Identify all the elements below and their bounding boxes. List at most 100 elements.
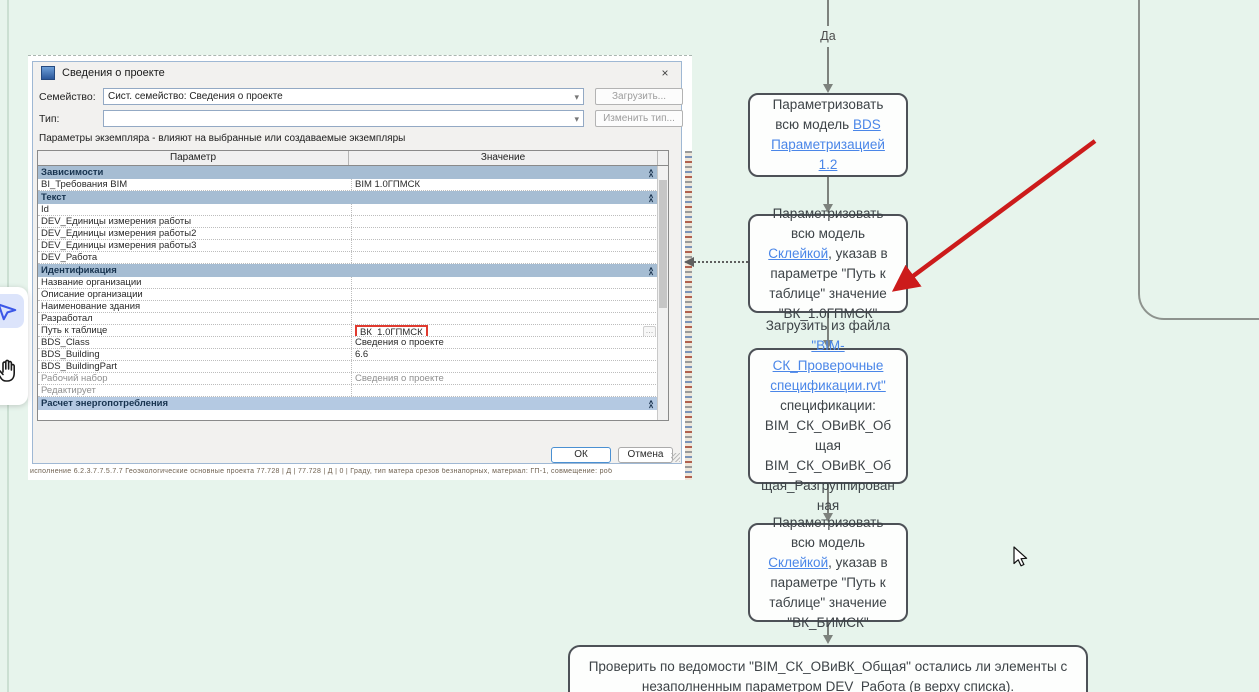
tools-panel [0, 287, 28, 405]
param-name-cell: DEV_Единицы измерения работы [38, 216, 352, 227]
arrowhead-3 [823, 340, 833, 349]
parameters-table[interactable]: Параметр Значение Зависимости∧∧BI_Требов… [37, 150, 669, 421]
connector-5 [827, 622, 829, 635]
param-row[interactable]: Наименование здания [38, 301, 658, 313]
hand-tool-button[interactable] [0, 353, 22, 387]
param-row[interactable]: DEV_Единицы измерения работы [38, 216, 658, 228]
param-value-cell[interactable]: Сведения о проекте [355, 337, 444, 348]
family-select[interactable]: Сист. семейство: Сведения о проекте ▾ [103, 88, 584, 105]
flow-node-load-specs[interactable]: Загрузить из файла "BIM-СК_Проверочные с… [748, 318, 908, 513]
ok-button[interactable]: ОК [551, 447, 611, 463]
param-name-cell: Редактирует [38, 385, 352, 396]
flow-node-text: Загрузить из файла "BIM-СК_Проверочные с… [760, 316, 896, 516]
cursor-icon [0, 303, 17, 321]
highlighted-value-input[interactable]: ВК_1.0ГПМСК [355, 325, 428, 336]
flow-node-link[interactable]: Склейкой [768, 245, 829, 261]
param-value-cell[interactable] [352, 228, 658, 239]
flow-node-parametrize-bds[interactable]: Параметризовать всю модель BDS Параметри… [748, 93, 908, 177]
scrollbar-thumb[interactable] [659, 180, 667, 308]
close-icon[interactable]: × [661, 66, 669, 80]
flow-node-check-vedomost[interactable]: Проверить по ведомости "BIM_СК_ОВиВК_Общ… [568, 645, 1088, 692]
flow-node-parametrize-gpmsk[interactable]: Параметризовать всю модель Склейкой, ука… [748, 206, 908, 321]
param-name-cell: Наименование здания [38, 301, 352, 312]
browse-ellipsis-button[interactable]: … [643, 326, 656, 336]
resize-grip[interactable] [671, 453, 680, 462]
group-label: Идентификация [41, 265, 117, 276]
param-value-cell[interactable] [352, 361, 658, 372]
param-row[interactable]: Описание организации [38, 289, 658, 301]
param-name-cell: Описание организации [38, 289, 352, 300]
arrowhead-5 [823, 635, 833, 644]
screenshot-edge-artifacts [685, 151, 692, 480]
param-value-cell[interactable] [352, 204, 658, 215]
param-value-cell[interactable] [352, 252, 658, 263]
param-value-cell[interactable] [352, 385, 658, 396]
param-row[interactable]: Название организации [38, 277, 658, 289]
dialog-title: Сведения о проекте [62, 67, 165, 79]
edit-type-button[interactable]: Изменить тип... [595, 110, 683, 127]
type-select[interactable]: ▾ [103, 110, 584, 127]
param-row[interactable]: DEV_Единицы измерения работы3 [38, 240, 658, 252]
cancel-button[interactable]: Отмена [618, 447, 673, 463]
param-value-cell[interactable] [352, 277, 658, 288]
flow-node-text: Параметризовать всю модель Склейкой, ука… [760, 204, 896, 324]
param-name-cell: DEV_Работа [38, 252, 352, 263]
chevron-down-icon: ▾ [574, 92, 579, 102]
instance-note: Параметры экземпляра - влияют на выбранн… [39, 133, 406, 144]
param-name-cell: Название организации [38, 277, 352, 288]
param-value-cell[interactable]: 6.6 [355, 349, 369, 360]
collapse-group-icon[interactable]: ∧∧ [648, 398, 654, 409]
collapse-group-icon[interactable]: ∧∧ [648, 265, 654, 276]
param-row[interactable]: DEV_Работа [38, 252, 658, 264]
connector-4 [827, 484, 829, 513]
edge-label-yes: Да [820, 29, 836, 43]
param-value-cell[interactable] [352, 216, 658, 227]
param-value-cell[interactable] [352, 301, 658, 312]
param-value-cell[interactable] [352, 313, 658, 324]
param-group-row[interactable]: Текст ∧∧ [38, 191, 658, 204]
hand-icon [0, 359, 15, 382]
param-name-cell: BI_Требования BIM [38, 179, 352, 190]
flow-node-link[interactable]: Склейкой [768, 554, 829, 570]
param-column-header: Параметр [38, 151, 349, 165]
param-value-cell[interactable] [352, 289, 658, 300]
collapse-group-icon[interactable]: ∧∧ [648, 167, 654, 178]
param-value-cell[interactable] [352, 240, 658, 251]
param-group-row[interactable]: Зависимости ∧∧ [38, 166, 658, 179]
param-row[interactable]: Разработал [38, 313, 658, 325]
collapse-group-icon[interactable]: ∧∧ [648, 192, 654, 203]
family-label: Семейство: [39, 91, 96, 103]
group-label: Зависимости [41, 167, 104, 178]
flow-node-parametrize-bimsk[interactable]: Параметризовать всю модель Склейкой, ука… [748, 515, 908, 630]
param-group-row[interactable]: Идентификация ∧∧ [38, 264, 658, 277]
group-label: Текст [41, 192, 67, 203]
param-value-cell[interactable]: Сведения о проекте [355, 373, 444, 384]
arrowhead-1 [823, 84, 833, 93]
flow-node-text-segment: Загрузить из файла [765, 318, 891, 333]
select-tool-button[interactable] [0, 294, 24, 328]
param-value-cell[interactable]: BIM 1.0ГПМСК [355, 179, 421, 190]
param-value-cell[interactable]: ВК_1.0ГПМСК … [352, 325, 658, 336]
param-row[interactable]: Редактирует [38, 385, 658, 397]
load-button[interactable]: Загрузить... [595, 88, 683, 105]
flow-node-link[interactable]: "BIM-СК_Проверочные спецификации.rvt" [770, 338, 886, 393]
param-row[interactable]: BDS_BuildingPart [38, 361, 658, 373]
dialog-titlebar[interactable]: Сведения о проекте [33, 62, 681, 84]
param-row[interactable]: DEV_Единицы измерения работы2 [38, 228, 658, 240]
param-group-row[interactable]: Расчет энергопотребления∧∧ [38, 397, 658, 410]
flow-node-text: Параметризовать всю модель BDS Параметри… [760, 95, 896, 175]
value-column-header: Значение [349, 151, 658, 165]
flow-node-link[interactable]: BDS Параметризацией 1.2 [771, 117, 885, 172]
right-frame-outline [1138, 0, 1259, 320]
param-row[interactable]: Id [38, 204, 658, 216]
chevron-down-icon: ▾ [574, 114, 579, 124]
project-info-dialog[interactable]: Сведения о проекте × Семейство: Сист. се… [32, 61, 683, 464]
table-scrollbar[interactable] [657, 166, 668, 420]
arrowhead-4 [823, 513, 833, 522]
